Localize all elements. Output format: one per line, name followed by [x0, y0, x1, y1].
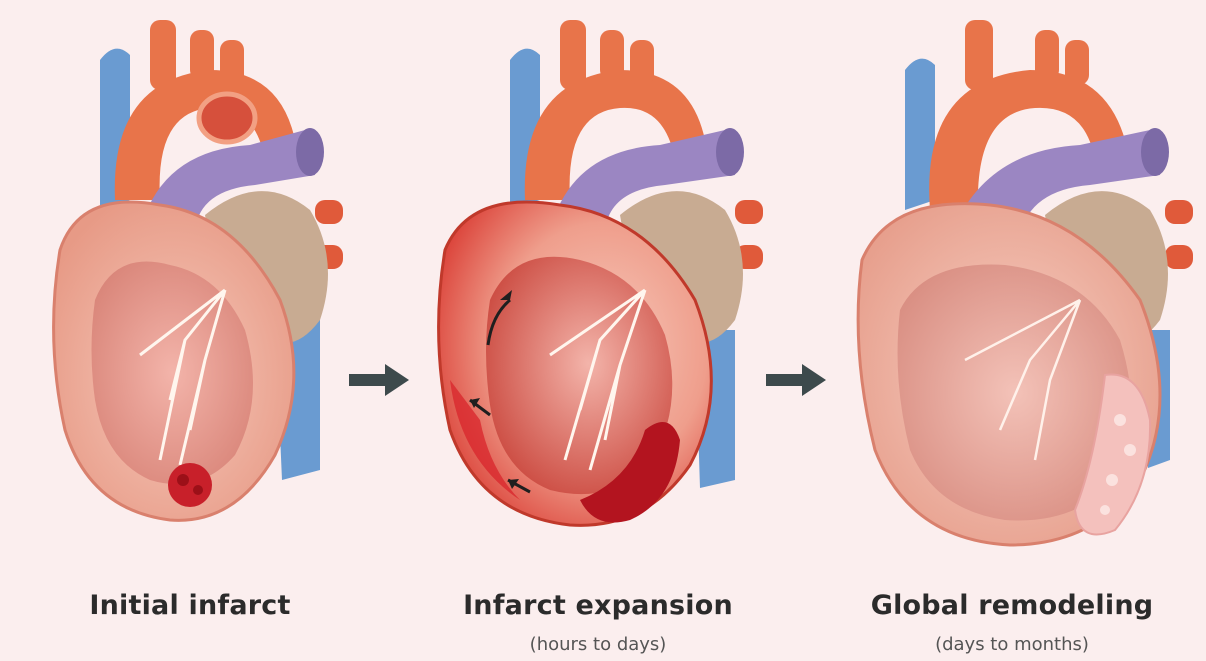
- infarct-speckle: [193, 485, 203, 495]
- heart-initial-infarct: [20, 0, 350, 560]
- aorta-branch: [965, 20, 993, 90]
- aorta-branch: [560, 20, 586, 90]
- pulmonary-vein: [1165, 200, 1193, 224]
- scar-texture: [1100, 505, 1110, 515]
- heart-infarct-expansion: [430, 0, 770, 560]
- scar-texture: [1124, 444, 1136, 456]
- aorta-branch: [220, 40, 244, 85]
- progression-arrow: [345, 360, 415, 400]
- aorta-branch: [150, 20, 176, 90]
- aorta-branch: [630, 40, 654, 85]
- infarct-speckle: [177, 474, 189, 486]
- infarct-zone: [168, 463, 212, 507]
- scar-texture: [1106, 474, 1118, 486]
- stage-caption-remodeling: Global remodeling (days to months): [812, 590, 1206, 655]
- pulmonary-vein: [315, 200, 343, 224]
- aorta-branch: [1035, 30, 1059, 80]
- pulmonary-opening: [716, 128, 744, 176]
- progression-arrow: [762, 360, 832, 400]
- pulmonary-opening: [1141, 128, 1169, 176]
- stage-caption-expansion: Infarct expansion (hours to days): [398, 590, 798, 655]
- aorta-opening: [199, 94, 255, 142]
- stage-title: Global remodeling: [812, 590, 1206, 624]
- scar-texture: [1114, 414, 1126, 426]
- stage-caption-initial: Initial infarct: [0, 590, 390, 634]
- pulmonary-vein: [735, 200, 763, 224]
- aorta-branch: [190, 30, 214, 80]
- stage-subtitle: (hours to days): [398, 634, 798, 655]
- aorta-branch: [1065, 40, 1089, 85]
- aorta-branch: [600, 30, 624, 80]
- heart-global-remodeling: [850, 0, 1200, 560]
- pulmonary-opening: [296, 128, 324, 176]
- pulmonary-vein: [1165, 245, 1193, 269]
- stage-subtitle: (days to months): [812, 634, 1206, 655]
- stage-title: Infarct expansion: [398, 590, 798, 624]
- stage-title: Initial infarct: [0, 590, 390, 624]
